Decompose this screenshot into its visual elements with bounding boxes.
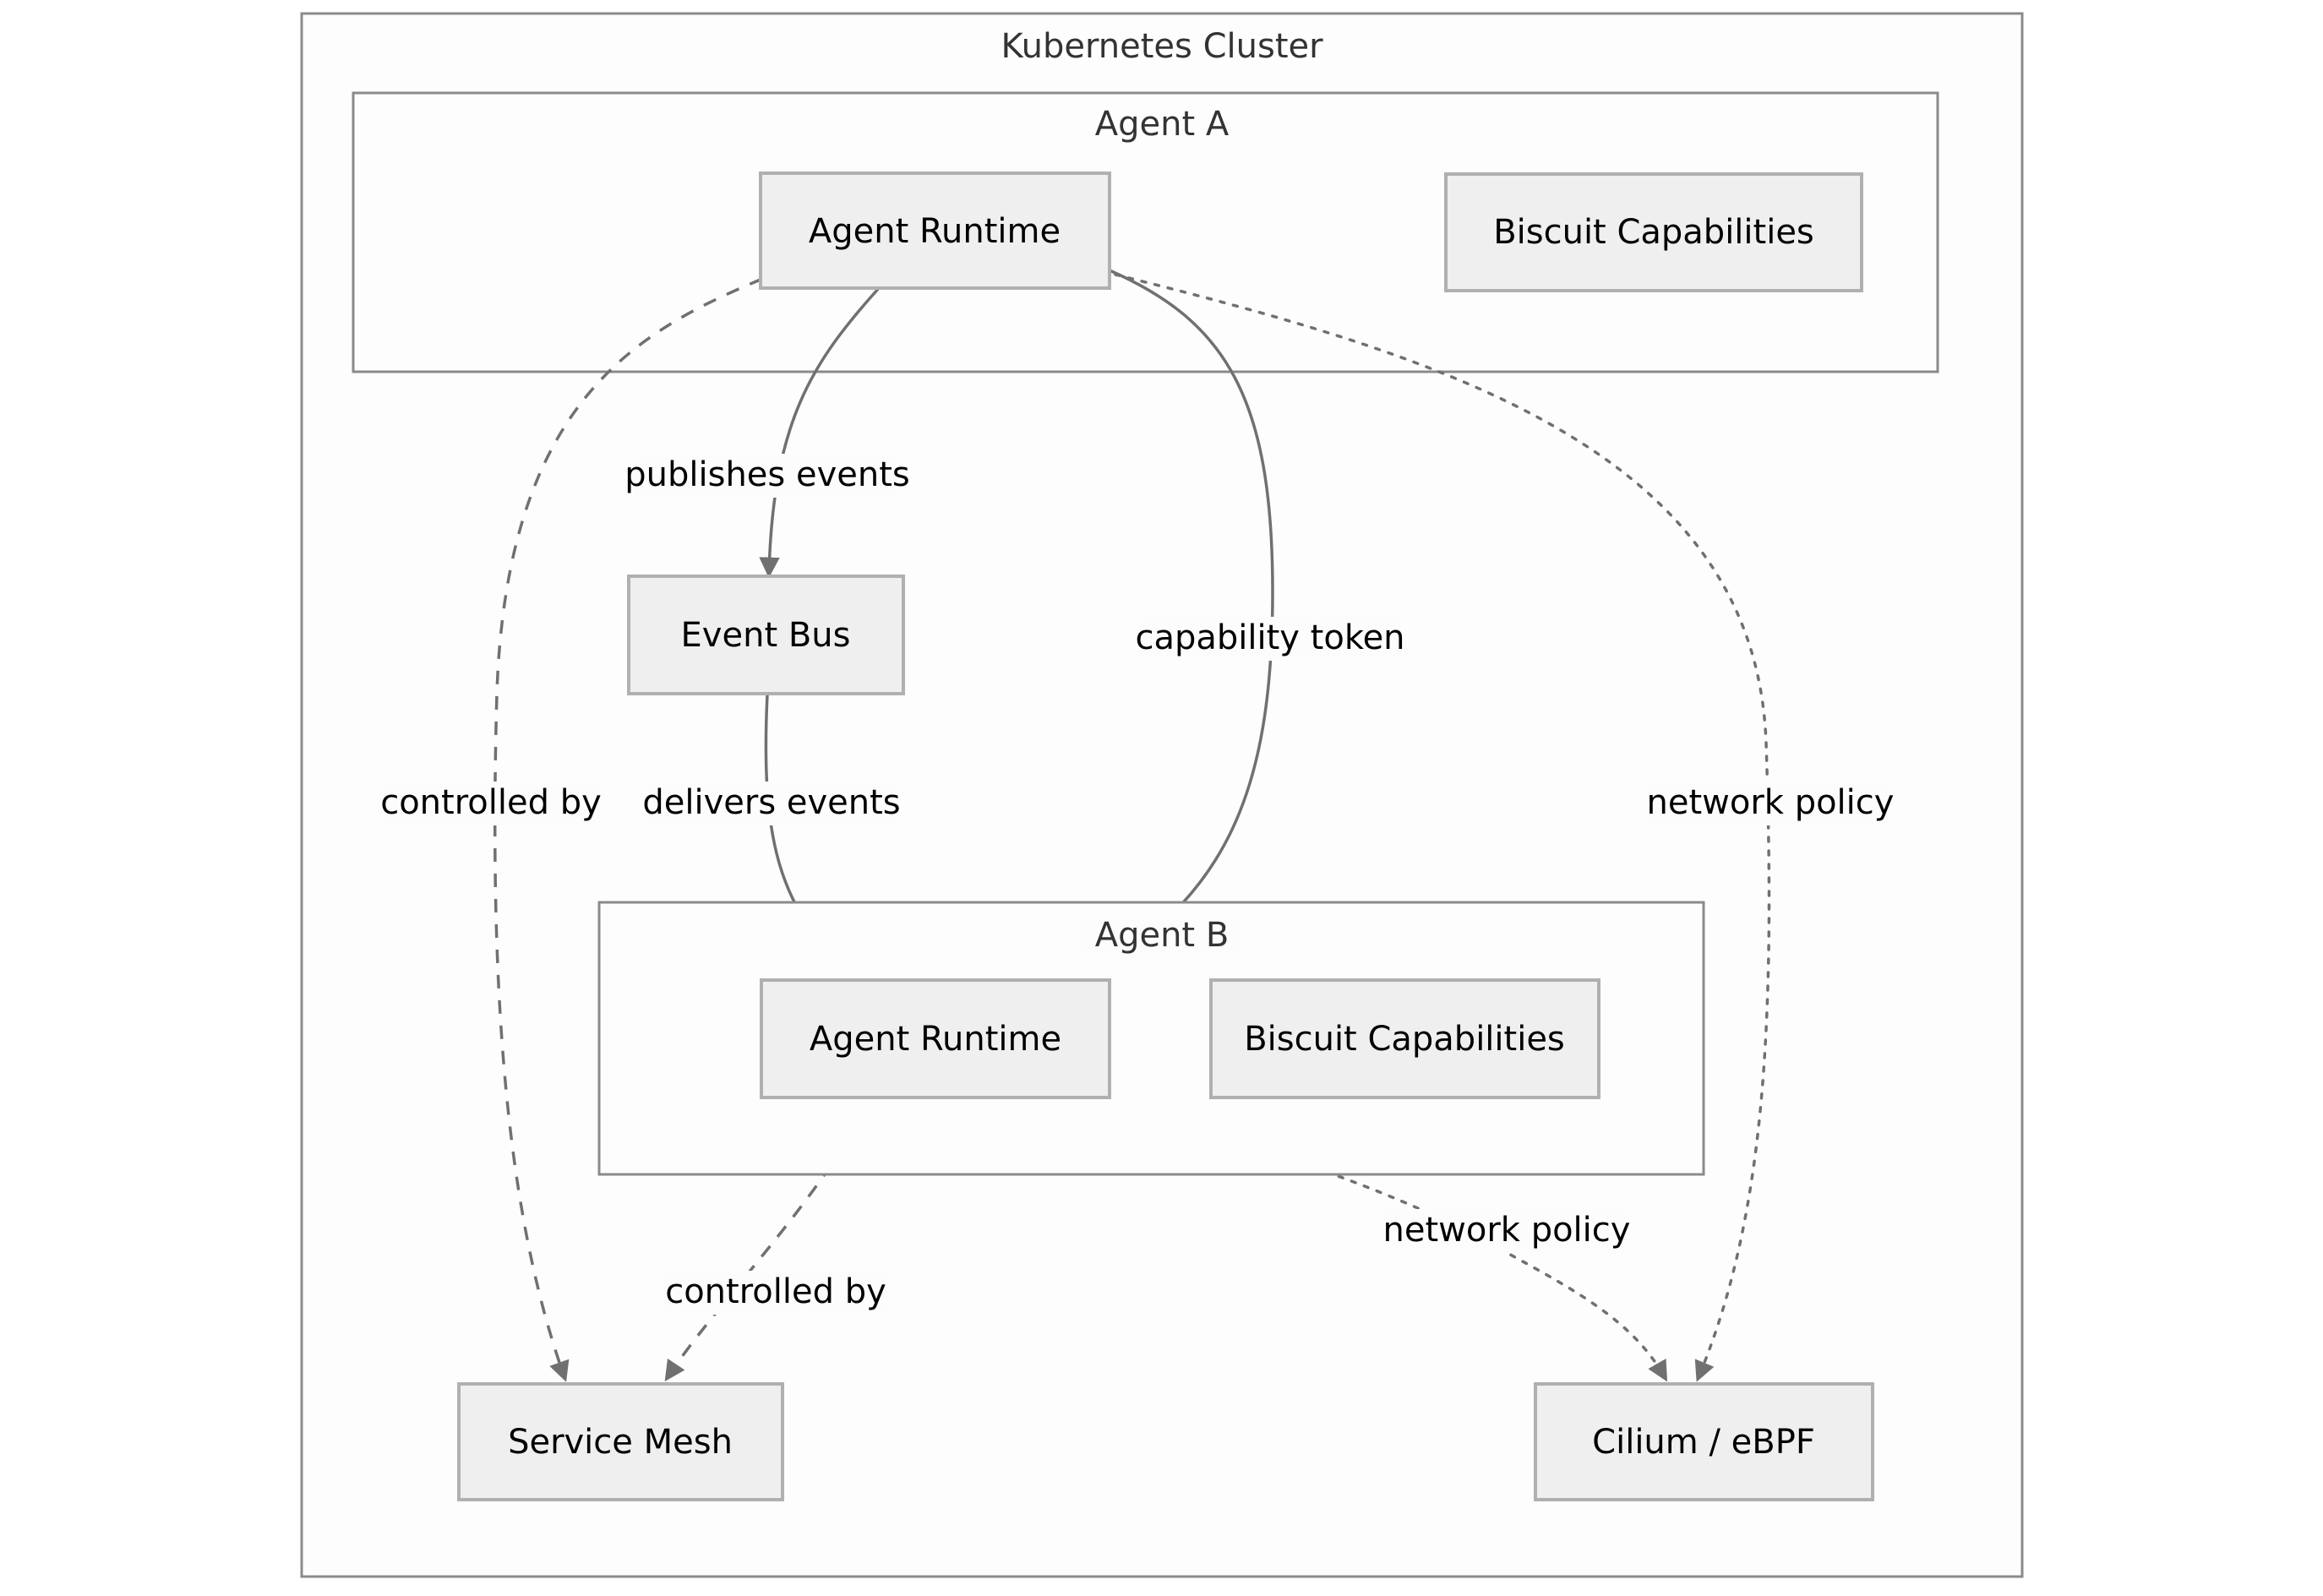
edge-label-network-policy-a-bg xyxy=(1648,782,1893,825)
edge-controlled-by-a xyxy=(493,277,763,1382)
node-biscuit-capabilities-b-label: Biscuit Capabilities xyxy=(1244,1020,1565,1059)
edge-capability-token xyxy=(1085,269,1274,979)
edge-label-controlled-by-a-bg xyxy=(379,782,603,825)
node-agent-runtime-b-box[interactable] xyxy=(760,978,1111,1099)
node-agent-runtime-a-label: Agent Runtime xyxy=(809,212,1061,251)
node-agent-runtime-a-box[interactable] xyxy=(759,172,1111,290)
edge-label-capability-token-text: capability token xyxy=(1135,618,1404,657)
edge-label-controlled-by-b: controlled by xyxy=(663,1271,887,1315)
edge-controlled-by-b xyxy=(664,1099,872,1382)
edge-label-controlled-by-b-bg xyxy=(663,1271,887,1315)
edge-label-delivers-events-bg xyxy=(649,782,894,825)
edge-publishes-events-path xyxy=(759,286,881,579)
node-biscuit-capabilities-b[interactable]: Biscuit Capabilities xyxy=(1209,978,1600,1099)
edge-label-delivers-events: delivers events xyxy=(642,782,901,825)
node-cilium-ebpf-label: Cilium / eBPF xyxy=(1592,1423,1815,1462)
cluster-agent-a-label: Agent A xyxy=(1095,105,1230,144)
edge-network-policy-a xyxy=(1114,273,1771,1382)
edge-label-controlled-by-b-text: controlled by xyxy=(665,1272,886,1311)
node-biscuit-capabilities-a-box[interactable] xyxy=(1444,172,1863,292)
edge-capability-token-path xyxy=(1085,269,1274,979)
node-cilium-ebpf[interactable]: Cilium / eBPF xyxy=(1534,1382,1874,1501)
node-event-bus-box[interactable] xyxy=(627,575,905,695)
node-event-bus-label: Event Bus xyxy=(681,616,851,655)
edge-label-controlled-by-a-text: controlled by xyxy=(380,783,602,822)
edge-label-network-policy-b-text: network policy xyxy=(1383,1211,1631,1250)
node-service-mesh-box[interactable] xyxy=(457,1382,784,1501)
edge-label-capability-token: capability token xyxy=(1135,617,1405,661)
edge-label-publishes-events-text: publishes events xyxy=(624,455,909,494)
edge-controlled-by-a-path xyxy=(493,277,763,1382)
node-event-bus[interactable]: Event Bus xyxy=(627,575,905,695)
edge-label-publishes-events: publishes events xyxy=(624,454,910,498)
node-agent-runtime-b-label: Agent Runtime xyxy=(810,1020,1061,1059)
cluster-agent-b-label: Agent B xyxy=(1095,916,1230,955)
node-agent-runtime-b[interactable]: Agent Runtime xyxy=(760,978,1111,1099)
node-cilium-ebpf-box[interactable] xyxy=(1534,1382,1874,1501)
edge-label-network-policy-a: network policy xyxy=(1647,782,1895,825)
edge-network-policy-a-path xyxy=(1114,273,1771,1382)
edge-label-network-policy-b: network policy xyxy=(1383,1209,1631,1253)
node-biscuit-capabilities-a-label: Biscuit Capabilities xyxy=(1493,213,1814,252)
edge-label-publishes-events-bg xyxy=(635,454,899,498)
edge-controlled-by-b-path xyxy=(664,1099,872,1382)
node-biscuit-capabilities-b-box[interactable] xyxy=(1209,978,1600,1099)
cluster-agent-b-label-bg xyxy=(1082,917,1242,957)
node-service-mesh-label: Service Mesh xyxy=(508,1423,733,1462)
edge-label-network-policy-b-bg xyxy=(1384,1209,1629,1253)
edge-label-capability-token-bg xyxy=(1138,617,1402,661)
edge-publishes-events xyxy=(759,286,881,579)
node-agent-runtime-a[interactable]: Agent Runtime xyxy=(759,172,1111,290)
node-service-mesh[interactable]: Service Mesh xyxy=(457,1382,784,1501)
edge-label-delivers-events-text: delivers events xyxy=(642,783,900,822)
edge-label-controlled-by-a: controlled by xyxy=(379,782,603,825)
node-biscuit-capabilities-a[interactable]: Biscuit Capabilities xyxy=(1444,172,1863,292)
edge-label-network-policy-a-text: network policy xyxy=(1647,783,1895,822)
cluster-kubernetes-cluster-label: Kubernetes Cluster xyxy=(1001,27,1323,66)
